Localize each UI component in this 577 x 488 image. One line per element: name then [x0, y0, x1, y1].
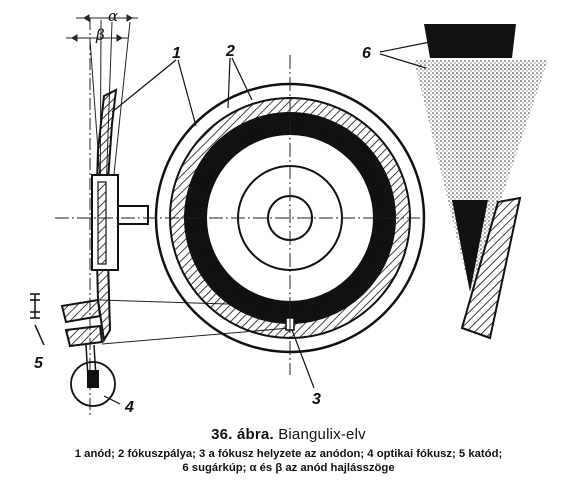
ray-cone-view	[414, 24, 548, 340]
anode-slice	[460, 196, 522, 340]
cone-apex	[452, 200, 488, 292]
label-6: 6	[362, 45, 371, 62]
caption-line-2: 6 sugárkúp; α és β az anód hajlásszöge	[182, 462, 395, 474]
biangulix-diagram: α β 5 4	[30, 7, 548, 416]
label-5: 5	[34, 355, 44, 372]
side-view: α β 5 4	[30, 7, 291, 416]
label-1: 1	[172, 45, 181, 62]
beta-label: β	[95, 26, 105, 44]
target-film	[424, 24, 516, 58]
caption-number: 36. ábra.	[211, 426, 274, 443]
alpha-label: α	[108, 7, 118, 25]
label-2: 2	[225, 43, 235, 60]
front-view	[55, 55, 426, 375]
caption-title: 36. ábra. Biangulix-elv	[0, 426, 577, 443]
cathode	[60, 298, 104, 379]
figure-caption: 36. ábra. Biangulix-elv 1 anód; 2 fókusz…	[0, 426, 577, 475]
cathode-marker	[30, 293, 45, 346]
caption-line-1: 1 anód; 2 fókuszpálya; 3 a fókusz helyze…	[74, 448, 503, 460]
optical-focus-circle	[70, 361, 116, 407]
label-4: 4	[124, 399, 134, 416]
caption-legend: 1 anód; 2 fókuszpálya; 3 a fókusz helyze…	[0, 447, 577, 475]
anode-shaft	[117, 205, 149, 225]
label-3: 3	[312, 391, 321, 408]
caption-title-text: Biangulix-elv	[278, 426, 366, 443]
